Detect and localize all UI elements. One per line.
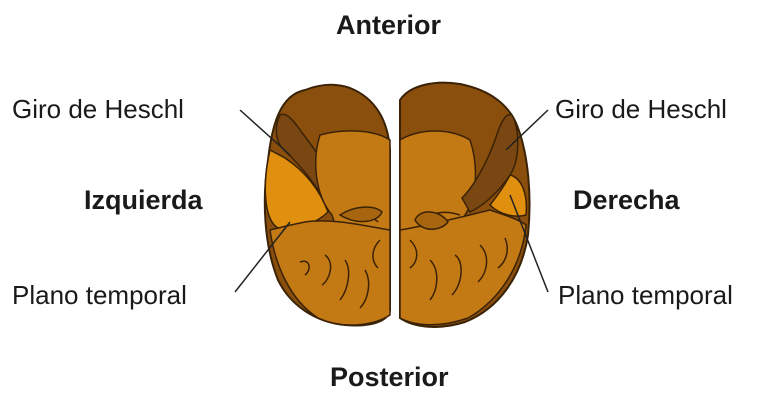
label-posterior: Posterior [330,362,449,393]
right-lower-region [400,210,526,325]
label-heschl-left: Giro de Heschl [12,94,184,125]
right-hemisphere [400,83,530,327]
label-heschl-right: Giro de Heschl [555,94,727,125]
label-derecha: Derecha [573,185,680,216]
label-planum-right: Plano temporal [558,280,733,311]
left-hemisphere [265,85,390,326]
label-izquierda: Izquierda [84,185,203,216]
label-anterior: Anterior [336,10,441,41]
label-planum-left: Plano temporal [12,280,187,311]
